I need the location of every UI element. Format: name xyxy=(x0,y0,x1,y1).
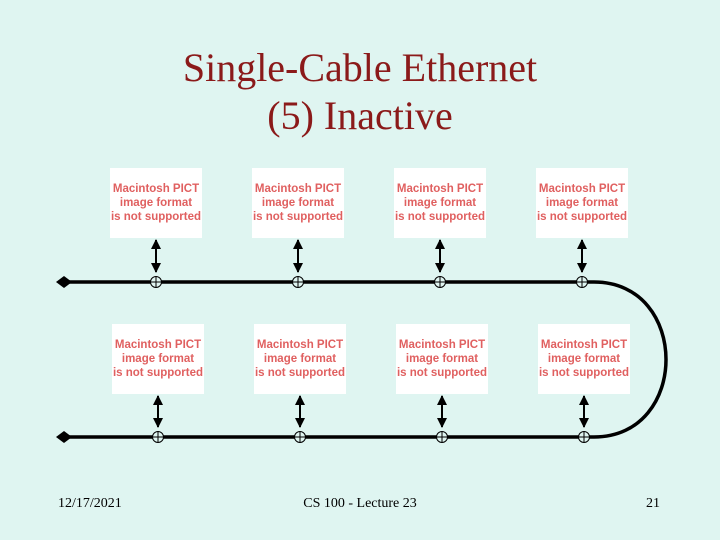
placeholder-text-3: is not supported xyxy=(254,367,346,379)
cable-terminator-top xyxy=(56,276,72,288)
placeholder-text-1: Macintosh PICT xyxy=(112,183,200,195)
placeholder-text-2: image format xyxy=(119,197,193,209)
placeholder-text-3: is not supported xyxy=(112,367,204,379)
transceiver-tap-icon xyxy=(294,431,306,443)
transceiver-tap-icon xyxy=(576,276,588,288)
transceiver-tap-icon xyxy=(150,276,162,288)
computer-placeholder: Macintosh PICT image format is not suppo… xyxy=(536,168,628,238)
placeholder-text-2: image format xyxy=(263,353,337,365)
footer-course: CS 100 - Lecture 23 xyxy=(303,496,417,511)
placeholder-text-1: Macintosh PICT xyxy=(254,183,342,195)
placeholder-text-3: is not supported xyxy=(536,211,628,223)
slide-title: Single-Cable Ethernet (5) Inactive xyxy=(0,44,720,140)
computer-placeholder: Macintosh PICT image format is not suppo… xyxy=(396,324,488,394)
placeholder-text-1: Macintosh PICT xyxy=(398,339,486,351)
computer-placeholder: Macintosh PICT image format is not suppo… xyxy=(252,168,344,238)
transceiver-tap-icon xyxy=(152,431,164,443)
placeholder-text-2: image format xyxy=(403,197,477,209)
computer-placeholder: Macintosh PICT image format is not suppo… xyxy=(110,168,202,238)
placeholder-text-2: image format xyxy=(405,353,479,365)
placeholder-text-3: is not supported xyxy=(394,211,486,223)
placeholder-text-3: is not supported xyxy=(110,211,202,223)
cable-loop xyxy=(582,280,668,439)
computer-placeholder: Macintosh PICT image format is not suppo… xyxy=(112,324,204,394)
placeholder-text-1: Macintosh PICT xyxy=(396,183,484,195)
placeholder-text-2: image format xyxy=(545,197,619,209)
placeholder-text-1: Macintosh PICT xyxy=(540,339,628,351)
placeholder-text-3: is not supported xyxy=(252,211,344,223)
placeholder-text-2: image format xyxy=(547,353,621,365)
placeholder-text-1: Macintosh PICT xyxy=(256,339,344,351)
transceiver-tap-icon xyxy=(434,276,446,288)
cable-terminator-bottom xyxy=(56,431,72,443)
computer-placeholder: Macintosh PICT image format is not suppo… xyxy=(538,324,630,394)
transceiver-tap-icon xyxy=(578,431,590,443)
placeholder-text-2: image format xyxy=(121,353,195,365)
title-line-1: Single-Cable Ethernet xyxy=(182,45,538,90)
placeholder-text-3: is not supported xyxy=(538,367,630,379)
placeholder-text-1: Macintosh PICT xyxy=(114,339,202,351)
footer-date: 12/17/2021 xyxy=(58,496,122,511)
placeholder-text-1: Macintosh PICT xyxy=(538,183,626,195)
transceiver-tap-icon xyxy=(436,431,448,443)
placeholder-text-3: is not supported xyxy=(396,367,488,379)
computer-placeholder: Macintosh PICT image format is not suppo… xyxy=(394,168,486,238)
title-line-2: (5) Inactive xyxy=(267,93,453,138)
transceiver-tap-icon xyxy=(292,276,304,288)
computer-placeholder: Macintosh PICT image format is not suppo… xyxy=(254,324,346,394)
footer-page-number: 21 xyxy=(646,496,660,511)
placeholder-text-2: image format xyxy=(261,197,335,209)
